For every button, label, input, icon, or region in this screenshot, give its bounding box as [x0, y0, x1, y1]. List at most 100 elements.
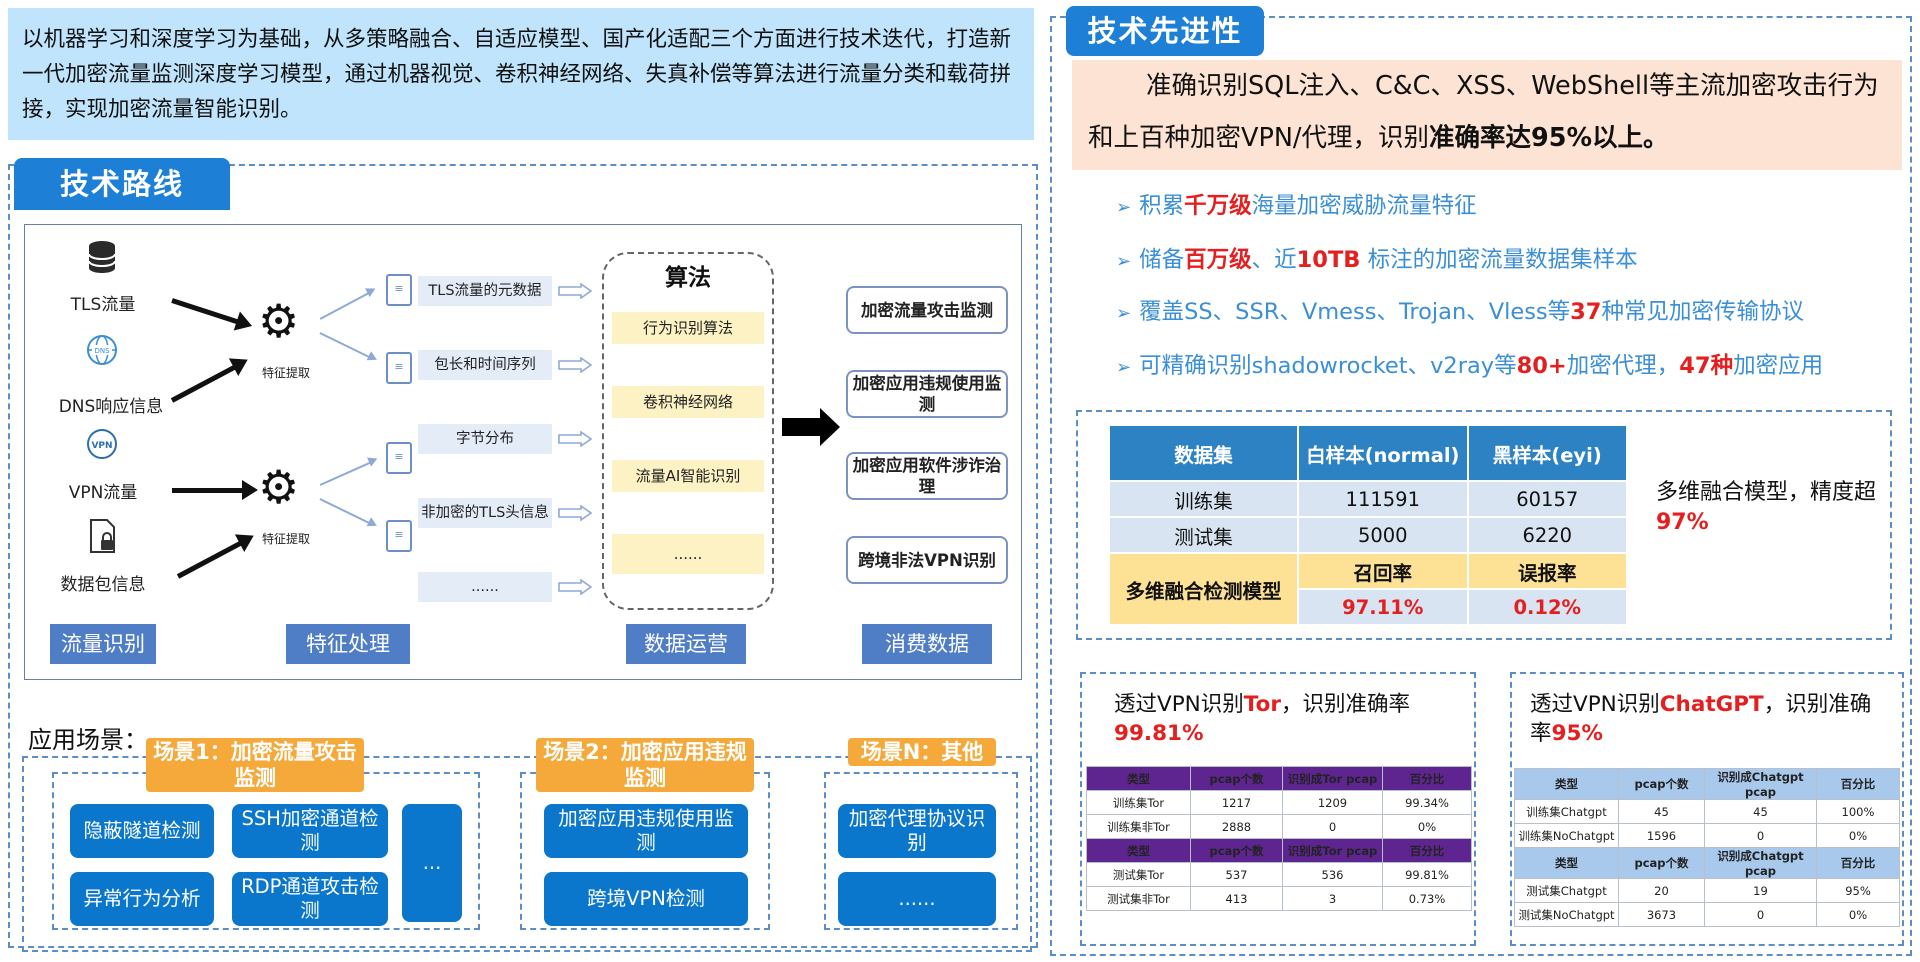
algorithm-title: 算法: [665, 265, 711, 291]
accuracy-text: 准确识别SQL注入、C&C、XSS、WebShell等主流加密攻击行为和上百种加…: [1088, 71, 1879, 153]
table-row: 测试集 5000 6220: [1108, 516, 1629, 554]
scene-title: 应用场景：: [28, 726, 148, 754]
algorithm-box: 流量AI智能识别: [612, 460, 764, 492]
flow-arrow: [172, 480, 258, 500]
tor-frame: [1080, 672, 1476, 946]
bullet-item: ➢覆盖SS、SSR、Vmess、Trojan、Vless等37种常见加密传输协议: [1116, 299, 1804, 325]
scene-button[interactable]: 加密代理协议识别: [838, 804, 996, 858]
stage-label: 数据运营: [626, 624, 746, 664]
stage-label: 流量识别: [50, 624, 156, 664]
hollow-arrow-icon: [558, 579, 592, 595]
gear-icon: ⚙: [258, 460, 300, 514]
scene-button[interactable]: RDP通道攻击检测: [232, 872, 388, 926]
scene-button[interactable]: 加密应用违规使用监测: [544, 804, 748, 858]
output-box: 跨境非法VPN识别: [846, 536, 1008, 584]
table-row: 训练集 111591 60157: [1108, 480, 1629, 518]
dns-icon: DNS: [72, 334, 132, 374]
dataset-frame: [1076, 410, 1892, 640]
source-label-packet: 数据包信息: [60, 575, 146, 595]
feature-box: TLS流量的元数据: [418, 276, 552, 306]
accuracy-highlight: 准确率达95%以上。: [1429, 123, 1669, 153]
scene-button[interactable]: ......: [838, 872, 996, 926]
sceneN-frame: [824, 772, 1018, 930]
accuracy-statement: 准确识别SQL注入、C&C、XSS、WebShell等主流加密攻击行为和上百种加…: [1072, 60, 1902, 170]
source-label-dns: DNS响应信息: [58, 397, 164, 417]
lock-file-icon: [72, 518, 132, 562]
bullet-item: ➢可精确识别shadowrocket、v2ray等80+加密代理，47种加密应用: [1116, 353, 1824, 379]
precision-note: 多维融合模型，精度超97%: [1656, 480, 1877, 535]
output-arrow: [782, 408, 840, 446]
feature-box: 非加密的TLS头信息: [418, 498, 552, 528]
output-box: 加密流量攻击监测: [846, 286, 1008, 334]
vpn-icon: VPN: [72, 428, 132, 468]
document-icon: ≡: [386, 352, 412, 384]
gear-icon: ⚙: [258, 294, 300, 348]
chevron-right-icon: ➢: [1116, 197, 1132, 218]
source-label-tls: TLS流量: [70, 295, 136, 315]
scene-button[interactable]: 隐蔽隧道检测: [70, 804, 214, 858]
hollow-arrow-icon: [558, 357, 592, 373]
output-box: 加密应用违规使用监测: [846, 370, 1008, 418]
chevron-right-icon: ➢: [1116, 251, 1132, 272]
intro-text: 以机器学习和深度学习为基础，从多策略融合、自适应模型、国产化适配三个方面进行技术…: [8, 8, 1034, 140]
scene-button-more[interactable]: ...: [402, 804, 462, 922]
scene-button[interactable]: SSH加密通道检测: [232, 804, 388, 858]
table-header: 黑样本(eyi): [1466, 424, 1629, 482]
algorithm-box: 行为识别算法: [612, 312, 764, 344]
scene-button[interactable]: 异常行为分析: [70, 872, 214, 926]
table-row: 多维融合检测模型 召回率 误报率: [1108, 552, 1629, 626]
chatgpt-title: 透过VPN识别ChatGPT，识别准确率95%: [1530, 692, 1872, 746]
scene1-tag: 场景1：加密流量攻击监测: [146, 738, 364, 792]
document-icon: ≡: [386, 274, 412, 306]
hollow-arrow-icon: [558, 431, 592, 447]
feature-box: ......: [418, 572, 552, 602]
algorithm-box: 卷积神经网络: [612, 386, 764, 418]
algorithm-box: ......: [612, 534, 764, 574]
algorithm-frame: [602, 252, 774, 610]
dataset-table: 数据集 白样本(normal) 黑样本(eyi) 训练集 111591 6015…: [1108, 424, 1629, 626]
tech-advantage-frame: [1050, 16, 1912, 956]
tech-route-frame: [8, 164, 1038, 948]
chevron-right-icon: ➢: [1116, 303, 1132, 324]
document-icon: ≡: [386, 442, 412, 474]
extract-label: 特征提取: [262, 532, 311, 546]
chatgpt-frame: [1510, 672, 1904, 946]
sceneN-tag: 场景N：其他: [848, 738, 996, 766]
extract-label: 特征提取: [262, 366, 311, 380]
stage-label: 消费数据: [862, 624, 992, 664]
hollow-arrow-icon: [558, 505, 592, 521]
feature-box: 包长和时间序列: [418, 350, 552, 380]
tech-route-title: 技术路线: [14, 158, 230, 210]
database-icon: [72, 240, 132, 282]
source-label-vpn: VPN流量: [68, 483, 138, 503]
scene2-tag: 场景2：加密应用违规监测: [536, 738, 754, 792]
model-name: 多维融合检测模型: [1108, 552, 1299, 626]
document-icon: ≡: [386, 520, 412, 552]
svg-text:VPN: VPN: [91, 441, 112, 451]
table-row: 97.11% 0.12%: [1109, 588, 1629, 626]
scene-button[interactable]: 跨境VPN检测: [544, 872, 748, 926]
bullet-item: ➢积累千万级海量加密威胁流量特征: [1116, 193, 1477, 219]
stage-label: 特征处理: [286, 624, 410, 664]
tor-title: 透过VPN识别Tor，识别准确率99.81%: [1114, 692, 1410, 746]
hollow-arrow-icon: [558, 283, 592, 299]
feature-box: 字节分布: [418, 424, 552, 454]
scene-outer-frame: [22, 756, 1032, 952]
output-box: 加密应用软件涉诈治理: [846, 452, 1008, 500]
table-header: 数据集: [1108, 424, 1299, 482]
chevron-right-icon: ➢: [1116, 357, 1132, 378]
tech-advantage-title: 技术先进性: [1066, 6, 1264, 56]
bullet-item: ➢储备百万级、近10TB 标注的加密流量数据集样本: [1116, 247, 1638, 273]
svg-text:DNS: DNS: [94, 347, 110, 355]
table-header: 白样本(normal): [1296, 424, 1469, 482]
